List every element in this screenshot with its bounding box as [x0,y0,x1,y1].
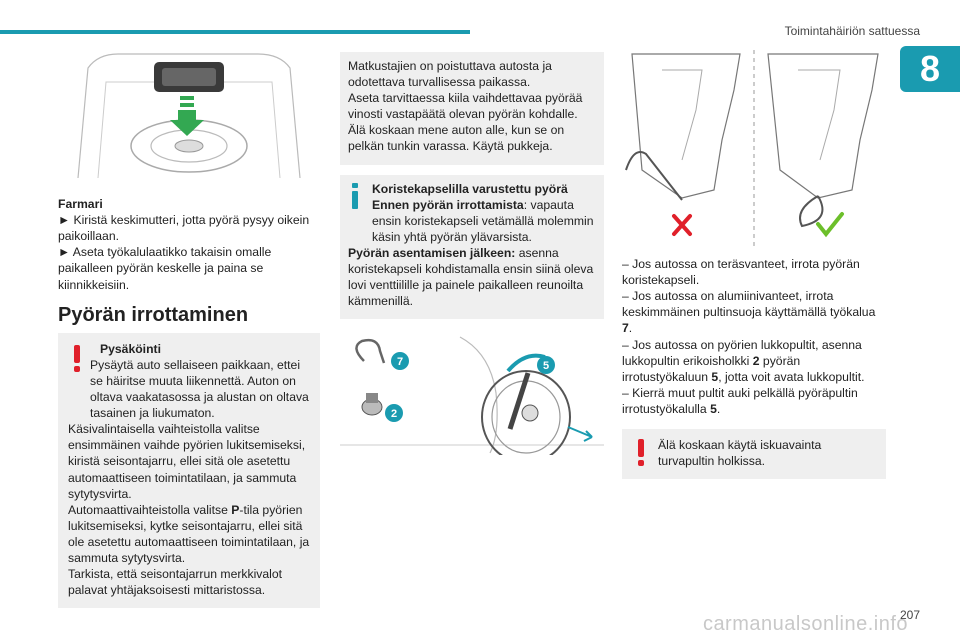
step-tighten-nut: ► Kiristä keskimutteri, jotta pyörä pysy… [58,213,310,244]
header-accent-bar [0,30,470,34]
warning-line-3: Automaattivaihteistolla valitse P-tila p… [68,502,310,565]
column-3: – Jos autossa on teräsvanteet, irrota py… [622,50,886,480]
warning-exclamation-icon [74,344,80,372]
hubcap-refit-text: Pyörän asentamisen jälkeen: asenna koris… [348,245,594,309]
column-2: Matkustajien on poistuttava autosta ja o… [340,52,604,465]
warning-line-2: Käsivalintaisella vaihteistolla valitse … [68,422,306,501]
warning-title: Pysäköinti [100,341,161,356]
column-1: Farmari ► Kiristä keskimutteri, jotta py… [58,48,320,609]
warning-line-1: Pysäytä auto sellaiseen paikkaan, ettei … [90,357,309,421]
wheel-removal-illustration: 7 2 5 [340,333,604,465]
watermark: carmanualsonline.info [702,613,908,635]
info-icon [352,182,358,209]
parking-warning-box: Pysäköinti Pysäytä auto sellaiseen paikk… [58,332,320,609]
callout-5: 5 [543,360,549,372]
instruction-other-bolts: – Kierrä muut pultit auki pelkällä pyörä… [622,385,858,416]
warning-line-4: Tarkista, että seisontajarrun merkkivalo… [68,567,283,598]
section-heading: Pyörän irrottaminen [58,303,249,326]
trunk-illustration [58,48,320,180]
hubcap-info-text: Koristekapselilla varustettu pyörä Ennen… [372,181,594,244]
hubcap-removal-correct-wrong-illustration [622,50,886,246]
callout-2: 2 [391,408,397,420]
safety-box: Matkustajien on poistuttava autosta ja o… [340,52,604,165]
chapter-badge: 8 [900,46,960,92]
instruction-steel-rims: – Jos autossa on teräsvanteet, irrota py… [622,257,860,288]
warning-exclamation-icon [638,439,644,467]
instruction-alloy-rims: – Jos autossa on alumiinivanteet, irrota… [622,289,876,336]
impact-wrench-warning-text: Älä koskaan käytä iskuavainta turvapulti… [658,438,822,469]
instruction-lock-bolts: – Jos autossa on pyörien lukkopultit, as… [622,337,865,384]
hubcap-info-box: Koristekapselilla varustettu pyörä Ennen… [340,174,604,320]
page-number: 207 [899,608,920,622]
callout-7: 7 [397,356,403,368]
car-type-label: Farmari [58,197,103,212]
page-header-title: Toimintahäiriön sattuessa [784,24,920,38]
impact-wrench-warning-box: Älä koskaan käytä iskuavainta turvapulti… [622,429,886,480]
step-replace-toolbox: ► Aseta työkalulaatikko takaisin omalle … [58,245,272,292]
